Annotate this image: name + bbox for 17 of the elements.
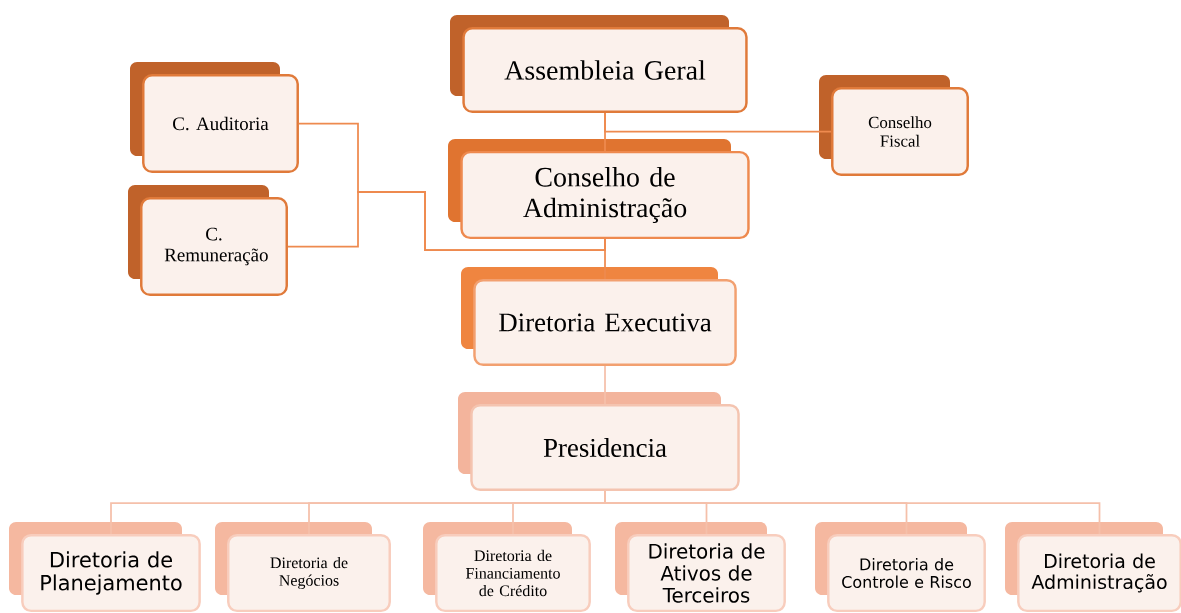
org-box: Diretoria de Controle e Risco	[815, 522, 986, 613]
connector-line	[298, 122, 606, 251]
connector-line	[604, 112, 606, 152]
org-box: Assembleia Geral	[450, 15, 748, 114]
org-box: Diretoria de Negócios	[215, 522, 391, 613]
org-box: Conselho de Administração	[448, 139, 750, 240]
org-box: Diretoria Executiva	[461, 267, 737, 367]
org-box: Presidencia	[458, 392, 740, 492]
org-box: Conselho Fiscal	[819, 75, 969, 177]
org-box: Diretoria de Administração	[1005, 522, 1181, 613]
org-box: Diretoria de Financiamento de Crédito	[423, 522, 591, 613]
org-box: Diretoria de Ativos de Terceiros	[615, 522, 786, 613]
org-box: C. Remuneração	[128, 185, 288, 297]
org-box: Diretoria de Planejamento	[9, 522, 201, 613]
org-box: C. Auditoria	[130, 62, 299, 174]
connector-line	[110, 490, 606, 535]
connector-line	[604, 365, 606, 405]
